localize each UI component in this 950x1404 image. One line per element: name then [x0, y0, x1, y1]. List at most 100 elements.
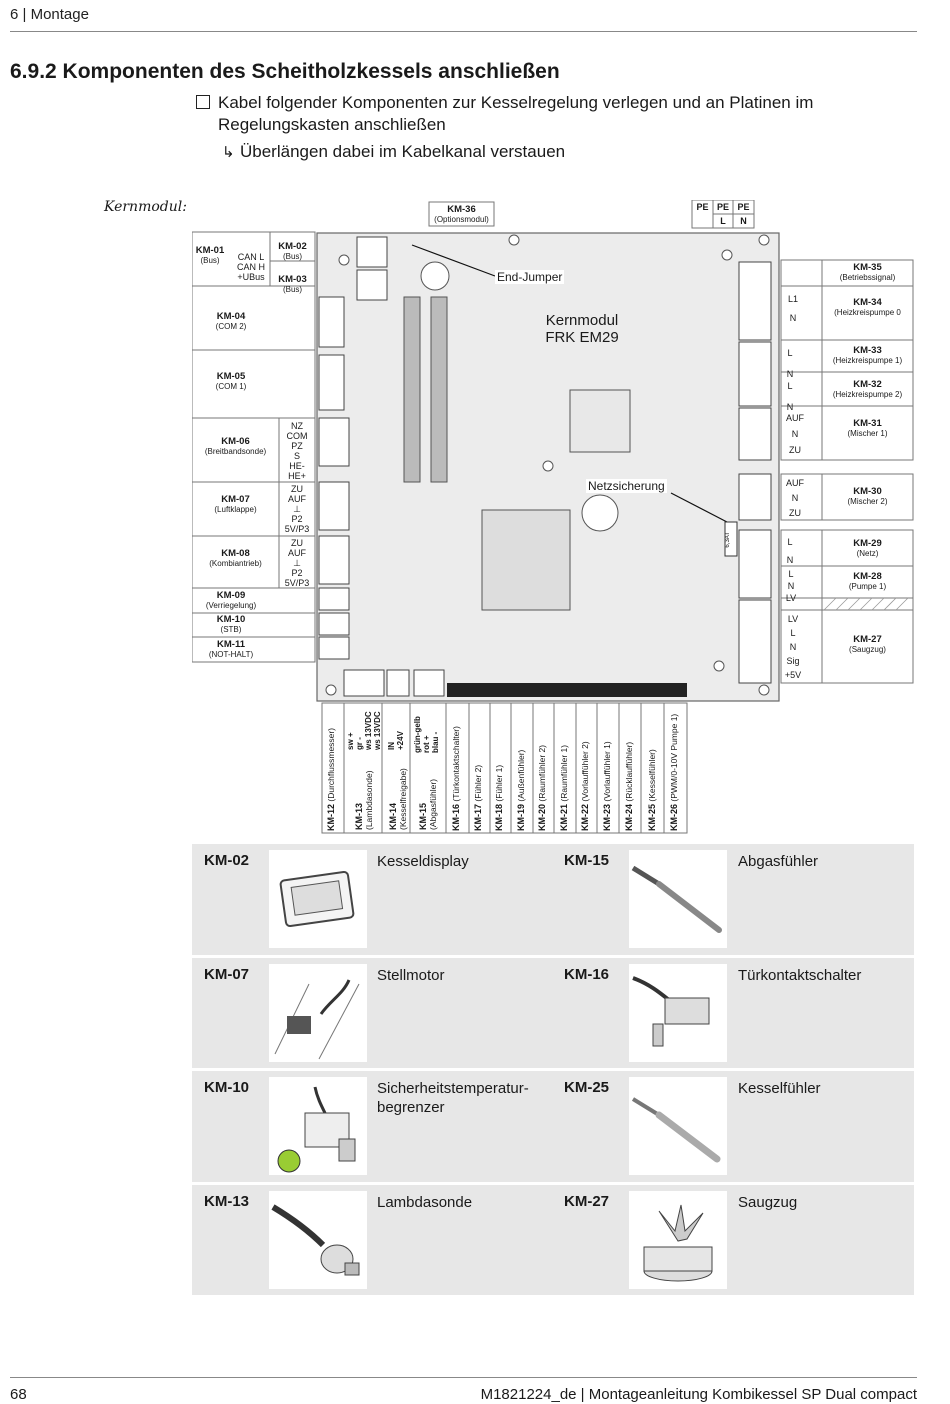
component-code: KM-13: [204, 1192, 250, 1210]
km29-label: KM-29(Netz): [822, 539, 913, 559]
km06-pins: NZ COM PZ S HE- HE+: [286, 421, 308, 481]
table-row: KM-07 Stellmotor KM-16 Türkontaktschalte…: [192, 957, 914, 1071]
km11-desc: (NOT-HALT): [208, 650, 254, 659]
sensor-icon: [629, 1077, 727, 1175]
component-code: KM-15: [564, 852, 610, 869]
km32-desc: (Heizkreispumpe 2): [832, 390, 903, 399]
km28-label: KM-28(Pumpe 1): [822, 572, 913, 592]
km36-code: KM-36: [447, 204, 476, 215]
km35-code: KM-35: [853, 262, 882, 273]
km17-label: KM-17 (Fühler 2): [473, 707, 483, 831]
pe-sub-n: N: [740, 216, 747, 226]
component-code: KM-10: [204, 1079, 250, 1096]
km25-desc: (Kesselfühler): [647, 749, 657, 802]
km19-desc: (Außenfühler): [516, 749, 526, 802]
page-header: 6 | Montage: [10, 6, 917, 32]
km03-label: KM-03(Bus): [270, 275, 315, 295]
checkbox-icon: [196, 95, 210, 109]
km33-label: KM-33(Heizkreispumpe 1): [822, 346, 913, 366]
lambda-icon: [269, 1190, 367, 1289]
page-footer: 68 M1821224_de | Montageanleitung Kombik…: [10, 1377, 917, 1403]
km16-label: KM-16 (Türkontaktschalter): [451, 707, 461, 831]
km03-code: KM-03: [278, 274, 307, 285]
km22-desc: (Vorlauffühler 2): [580, 741, 590, 802]
km24-desc: (Rücklauffühler): [624, 741, 634, 802]
km14-desc: (Kesselfreigabe): [398, 768, 408, 830]
km34-label: KM-34(Heizkreispumpe 0: [822, 298, 913, 318]
km32-pins: L N: [786, 381, 794, 412]
components-table: KM-02 Kesseldisplay KM-15 Abgasfühler KM…: [192, 844, 914, 1298]
km28-pins: L N LV: [785, 569, 797, 603]
section-title: 6.9.2 Komponenten des Scheitholzkessels …: [10, 60, 560, 83]
km10-desc: (STB): [220, 625, 242, 634]
km34-desc: (Heizkreispumpe 0: [834, 308, 901, 317]
km27-desc: (Saugzug): [849, 645, 886, 654]
km07-code: KM-07: [221, 494, 250, 505]
board-title-text: Kernmodul: [545, 312, 619, 329]
km16-desc: (Türkontaktschalter): [451, 726, 461, 802]
km15-label: KM-15(Abgasfühler): [418, 760, 438, 830]
table-row: KM-13 Lambdasonde KM-27 Saugzug: [192, 1184, 914, 1298]
diagram-lines: [192, 200, 914, 834]
km25-code: KM-25: [647, 803, 657, 831]
step-text: Kabel folgender Komponenten zur Kesselre…: [218, 93, 814, 134]
km13-pins: sw + gr - ws 13VDC ws 13VDC: [346, 711, 382, 750]
diagram-caption: Kernmodul:: [104, 199, 187, 215]
km09-desc: (Verriegelung): [205, 601, 257, 610]
km26-code: KM-26: [669, 803, 679, 831]
km33-desc: (Heizkreispumpe 1): [832, 356, 903, 365]
km22-label: KM-22 (Vorlauffühler 2): [580, 707, 590, 831]
km35-label: KM-35(Betriebssignal): [822, 263, 913, 283]
km31-desc: (Mischer 1): [847, 429, 888, 438]
table-row: KM-10 Sicherheitstemperatur-begrenzer KM…: [192, 1071, 914, 1185]
km07-label: KM-07(Luftklappe): [192, 495, 279, 515]
km30-pins: AUF N ZU: [786, 478, 804, 518]
km01-code: KM-01: [195, 245, 225, 256]
km36-desc: (Optionsmodul): [434, 215, 489, 224]
km31-pins: AUF N ZU: [786, 413, 804, 455]
km11-code: KM-11: [217, 639, 245, 650]
km15-code: KM-15: [418, 802, 428, 830]
component-name: Türkontaktschalter: [738, 966, 862, 984]
km12-label: KM-12 (Durchflussmesser): [326, 707, 336, 831]
result-text: Überlängen dabei im Kabelkanal verstauen: [240, 142, 566, 161]
km04-desc: (COM 2): [215, 322, 247, 331]
km18-label: KM-18 (Fühler 1): [494, 707, 504, 831]
km20-label: KM-20 (Raumfühler 2): [537, 707, 547, 831]
km18-desc: (Fühler 1): [494, 764, 504, 802]
km01-pins: CAN L CAN H +UBus: [236, 252, 265, 282]
component-name: Sicherheitstemperatur-begrenzer: [377, 1080, 529, 1116]
km06-code: KM-06: [221, 436, 250, 447]
km08-desc: (Kombiantrieb): [209, 559, 262, 568]
km31-code: KM-31: [853, 418, 882, 429]
km21-label: KM-21 (Raumfühler 1): [559, 707, 569, 831]
km30-code: KM-30: [853, 486, 882, 497]
km35-desc: (Betriebssignal): [839, 273, 896, 282]
fuse-label: 6,3AT: [725, 532, 731, 548]
km23-code: KM-23: [602, 803, 612, 831]
km08-pins: ZU AUF ⊥ P2 5V/P3: [284, 538, 310, 588]
km03-desc: (Bus): [282, 285, 303, 294]
km20-code: KM-20: [537, 803, 547, 831]
km05-desc: (COM 1): [215, 382, 247, 391]
component-code: KM-25: [564, 1079, 610, 1096]
board-model-text: FRK EM29: [545, 329, 619, 346]
km33-code: KM-33: [853, 345, 882, 356]
header-text: 6 | Montage: [10, 6, 89, 23]
km27-label: KM-27(Saugzug): [822, 635, 913, 655]
km17-code: KM-17: [473, 803, 483, 831]
km26-label: KM-26 (PWM/0-10V Pumpe 1): [669, 707, 679, 831]
km09-code: KM-09: [216, 590, 246, 601]
pe-sub-l: L: [720, 216, 726, 226]
pe-3: PE: [737, 202, 750, 212]
km07-desc: (Luftklappe): [214, 505, 257, 514]
km20-desc: (Raumfühler 2): [537, 744, 547, 802]
actuator-icon: [269, 963, 367, 1062]
km33-pins: L N: [786, 348, 794, 379]
km23-desc: (Vorlauffühler 1): [602, 741, 612, 802]
km13-label: KM-13(Lambdasonde): [354, 760, 374, 830]
km21-code: KM-21: [559, 803, 569, 831]
km30-label: KM-30(Mischer 2): [822, 487, 913, 507]
km04-label: KM-04(COM 2): [192, 312, 270, 332]
km15-pins: grün-gelb rot + blau -: [413, 716, 440, 753]
